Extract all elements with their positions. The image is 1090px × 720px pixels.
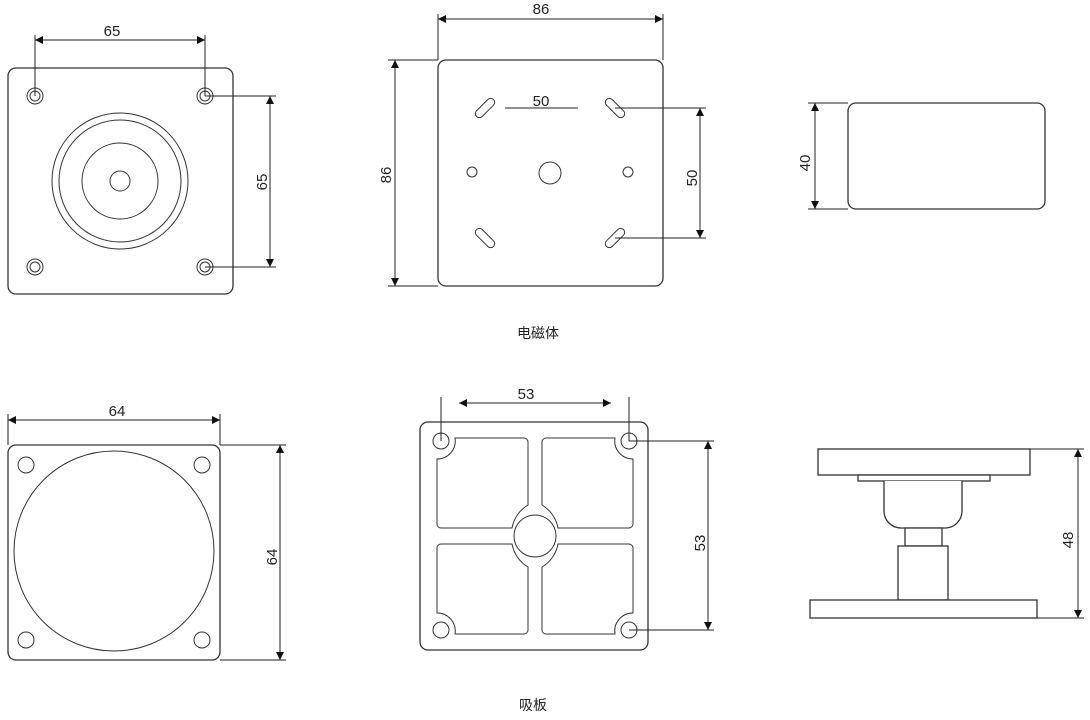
armature-caption: 吸板 bbox=[519, 698, 547, 714]
dim-width: 86 bbox=[533, 1, 550, 18]
dim-slot-spacing-h: 50 bbox=[533, 93, 550, 110]
armature-side-view: 48 bbox=[809, 448, 1084, 619]
armature-front-view: 64 64 bbox=[7, 403, 286, 661]
electromagnet-caption: 电磁体 bbox=[517, 326, 559, 342]
dim-height: 86 bbox=[378, 167, 395, 184]
armature-back-view: 53 53 bbox=[419, 386, 714, 651]
dim-height: 64 bbox=[264, 549, 281, 566]
dim-hole-spacing-h: 53 bbox=[518, 386, 535, 403]
dim-hole-spacing-v: 65 bbox=[254, 174, 271, 191]
electromagnet-back-view: 86 86 50 50 bbox=[378, 1, 706, 287]
dim-thickness: 40 bbox=[797, 155, 814, 172]
dim-slot-spacing-v: 50 bbox=[684, 170, 701, 187]
dim-width: 64 bbox=[109, 403, 126, 420]
electromagnet-side-view: 40 bbox=[797, 102, 1046, 210]
electromagnet-front-view: 65 65 bbox=[7, 23, 276, 295]
dim-hole-spacing-v: 53 bbox=[692, 535, 709, 552]
dim-hole-spacing-h: 65 bbox=[104, 23, 121, 40]
dim-height: 48 bbox=[1060, 532, 1077, 549]
